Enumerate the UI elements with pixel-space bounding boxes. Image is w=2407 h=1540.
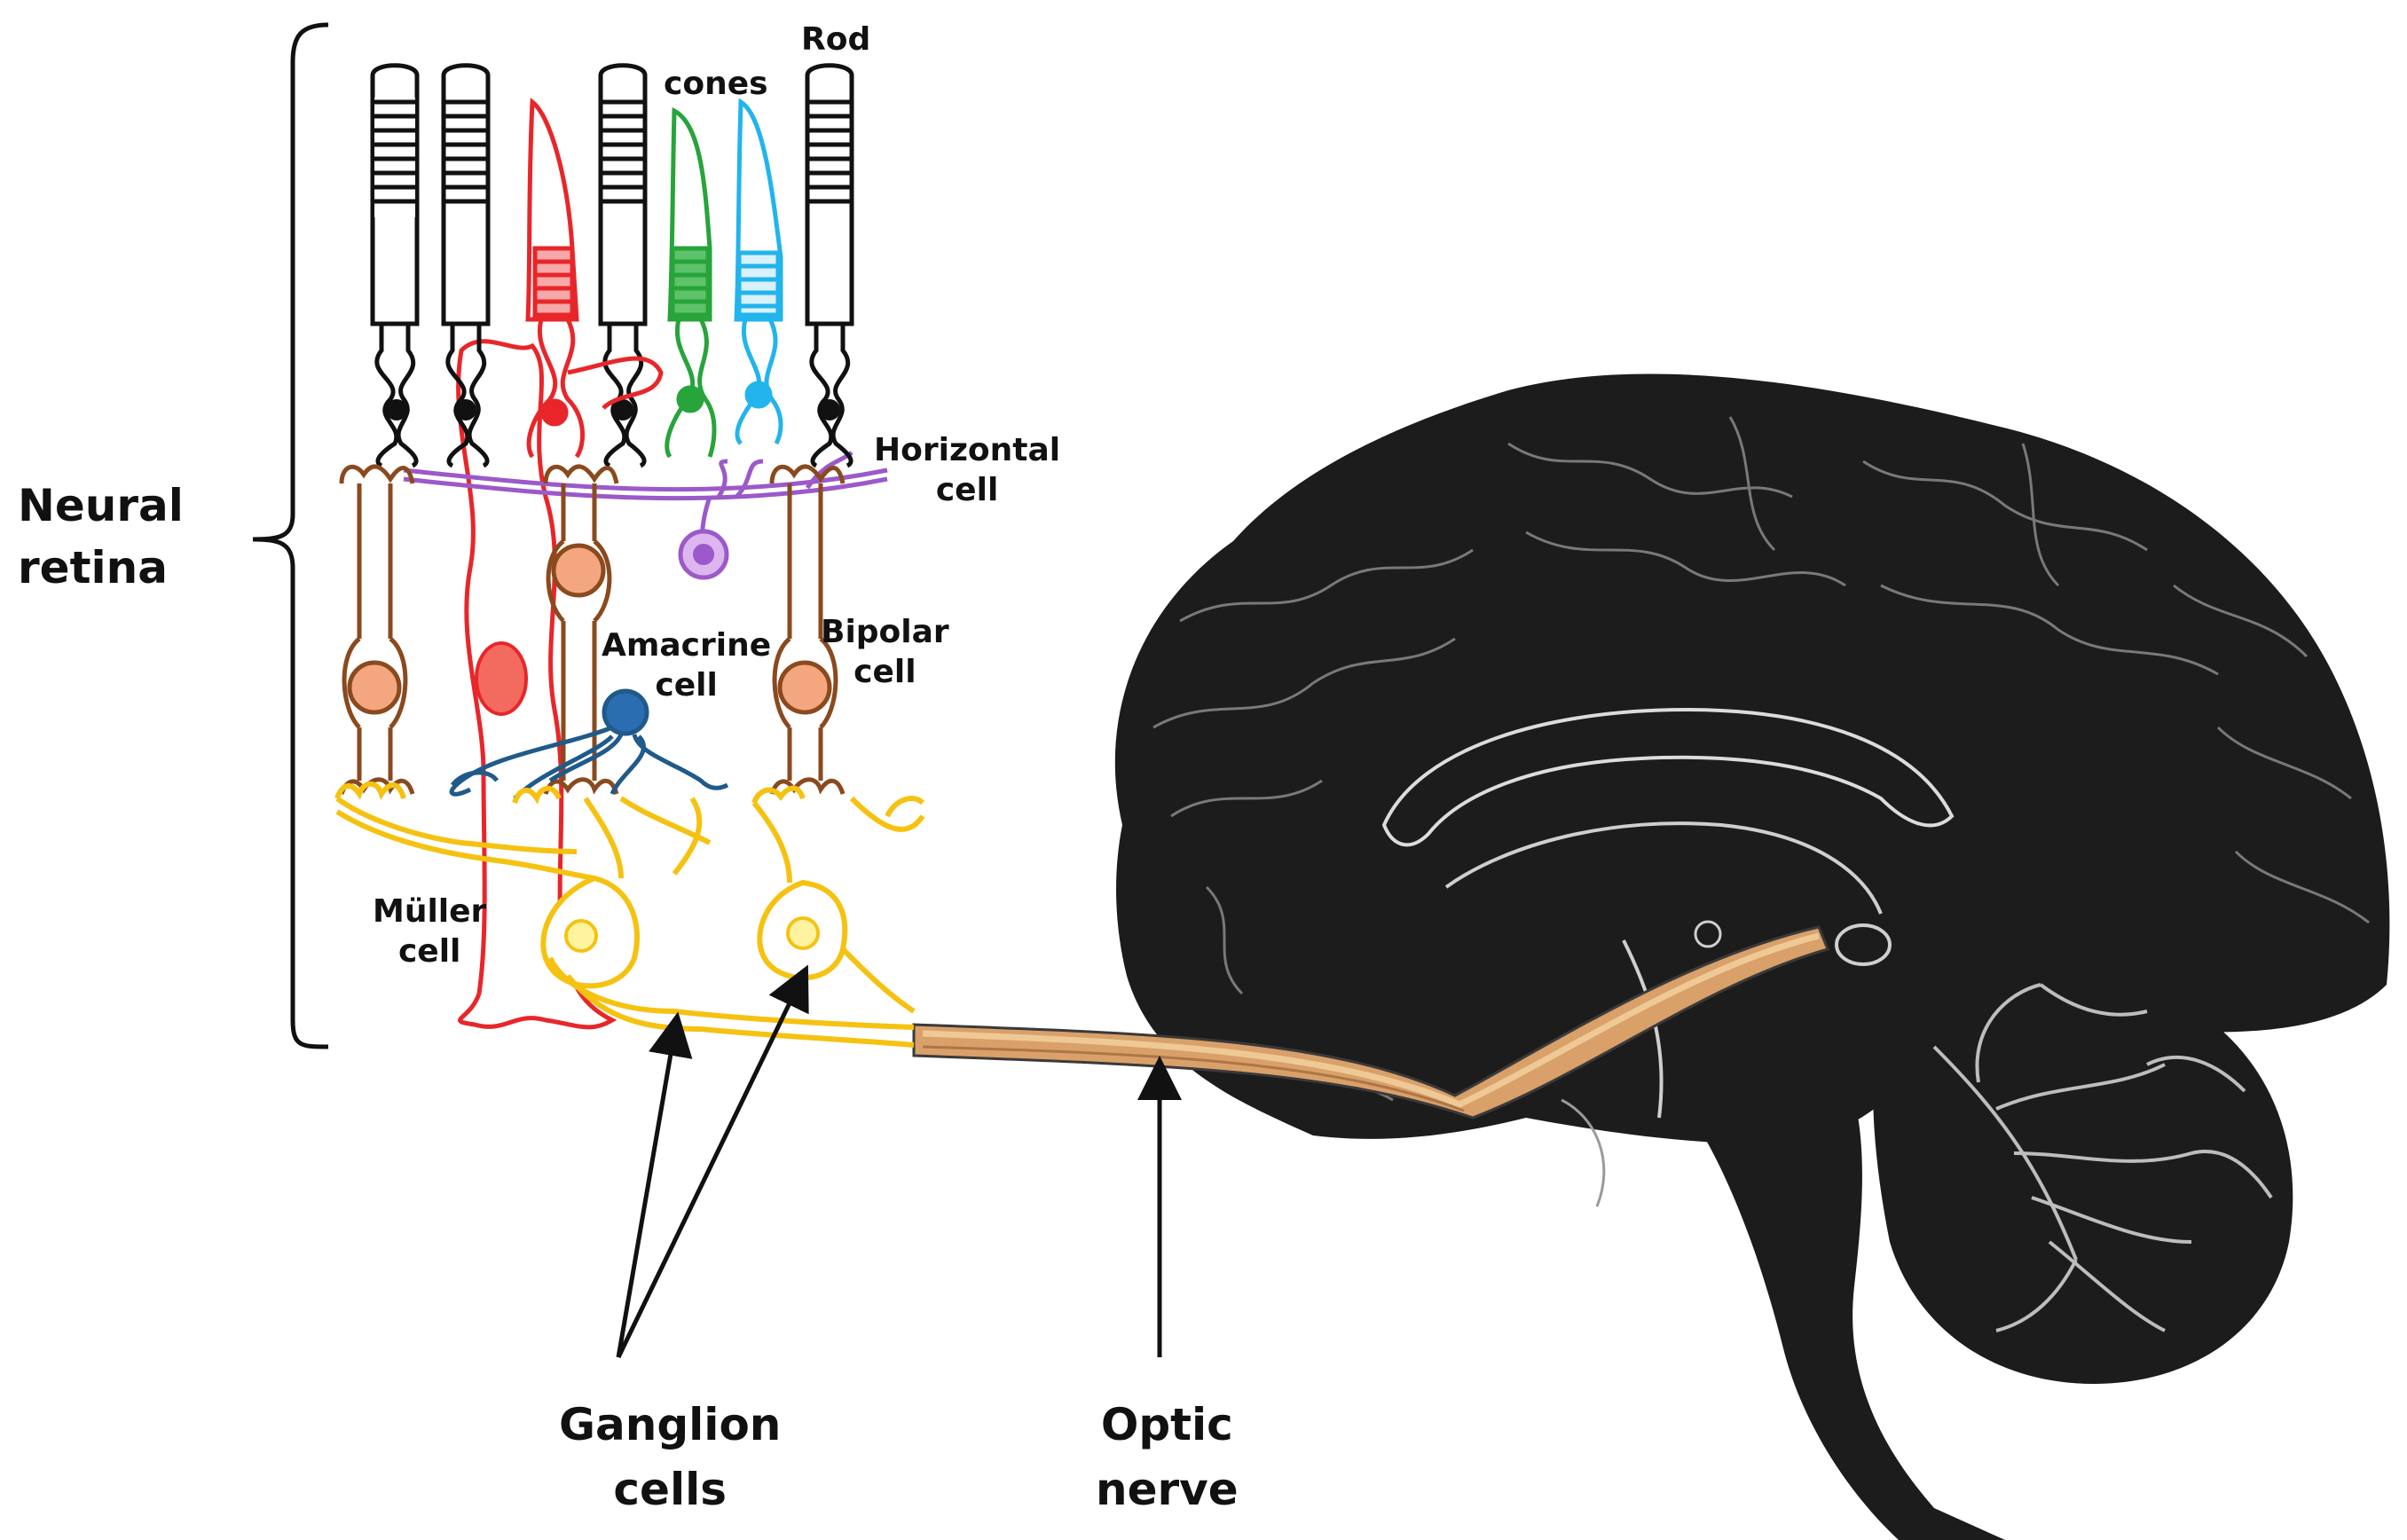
cone-cell-icon: [525, 98, 664, 459]
ganglion-dendrites: [335, 796, 925, 884]
muller-nucleus: [475, 641, 528, 716]
bipolar-cell-label: Bipolar cell: [821, 614, 949, 690]
muller-cell-label: Müller cell: [373, 893, 487, 970]
pons-line: [1561, 1098, 1606, 1207]
ganglion-cell-icon: [540, 875, 702, 1032]
bipolar-cell-icon: [543, 464, 619, 795]
horizontal-cell-label: Horizontal cell: [874, 432, 1061, 508]
amacrine-cell-icon: [449, 688, 729, 800]
ganglion-cells: [334, 781, 925, 1048]
neural-retina-label: Neural retina: [18, 480, 184, 593]
bipolar-cells: [339, 464, 846, 795]
rod-cell-icon: [598, 63, 648, 468]
ganglion-arrow-1: [616, 1011, 693, 1358]
ganglion-cells-label: Ganglion cells: [559, 1399, 782, 1515]
cone-cell-icon: [734, 98, 783, 445]
brainstem: [1657, 1005, 2005, 1540]
ganglion-cell-icon: [757, 879, 848, 981]
rod-cell-icon: [370, 63, 420, 468]
neural-retina-bracket: [252, 22, 329, 1049]
rod-cell-icon: [441, 63, 491, 468]
pineal: [1694, 920, 1722, 948]
ganglion-axons: [673, 947, 916, 1048]
brain-sagittal-icon: [1114, 373, 2390, 1540]
cones-label: cones: [664, 66, 768, 102]
cone-cells: [525, 98, 783, 459]
amacrine-cell-label: Amacrine cell: [602, 627, 772, 703]
rod-cells: [370, 63, 854, 468]
bipolar-cell-icon: [339, 464, 415, 795]
bipolar-cell-icon: [769, 464, 846, 795]
optic-nerve-icon: [912, 925, 1830, 1120]
rod-cell-icon: [805, 63, 854, 468]
rod-label: Rod: [801, 21, 871, 58]
fornix: [1444, 821, 1883, 915]
corpus-callosum: [1381, 707, 1955, 847]
optic-nerve-label: Optic nerve: [1096, 1399, 1239, 1515]
thalamus-ring: [1835, 923, 1892, 966]
gyri-lines: [1152, 416, 2370, 1102]
arbor-vitae: [1932, 983, 2273, 1332]
muller-cell-icon: [456, 339, 617, 1030]
cone-cell-icon: [665, 106, 717, 459]
horizontal-nucleus: [693, 544, 714, 565]
ganglion-arrow-2: [616, 964, 809, 1359]
